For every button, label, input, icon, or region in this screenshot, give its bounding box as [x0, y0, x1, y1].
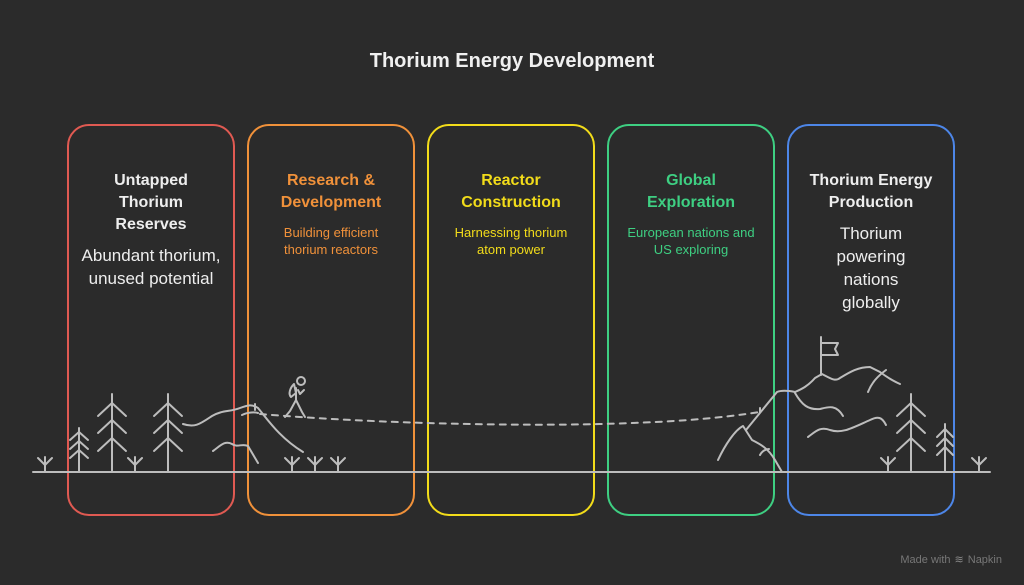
stage-card-reactor-construction: Reactor Construction Harnessing thorium …	[427, 124, 595, 516]
napkin-logo-icon: ≋	[954, 554, 964, 566]
stage-card-research-development: Research & Development Building efficien…	[247, 124, 415, 516]
napkin-watermark[interactable]: Made with ≋ Napkin	[900, 553, 1002, 567]
napkin-brand-label: Napkin	[967, 553, 1002, 566]
pine-tree-icon	[97, 393, 127, 473]
pine-tree-icon	[69, 427, 89, 473]
stage-title: Research & Development	[280, 172, 382, 211]
pine-tree-icon	[936, 423, 954, 473]
grass-icon	[37, 456, 987, 473]
stage-description: Building efficient thorium reactors	[283, 225, 379, 257]
dashed-trail	[259, 411, 761, 426]
stage-card-energy-production: Thorium Energy Production Thorium poweri…	[787, 124, 955, 516]
flag-icon	[820, 336, 839, 376]
stage-description: European nations and US exploring	[627, 225, 755, 257]
stage-title: Global Exploration	[646, 172, 735, 211]
hiker-icon	[284, 376, 306, 418]
stage-card-untapped-reserves: Untapped Thorium Reserves Abundant thori…	[67, 124, 235, 516]
pine-tree-icon	[153, 393, 183, 473]
stage-description: Thorium powering nations globally	[836, 224, 906, 312]
stage-card-global-exploration: Global Exploration European nations and …	[607, 124, 775, 516]
mountain-right	[717, 366, 901, 473]
stage-title: Reactor Construction	[461, 172, 561, 211]
pine-tree-icon	[896, 393, 926, 473]
made-with-label: Made with	[900, 553, 951, 566]
stage-description: Harnessing thorium atom power	[454, 225, 568, 257]
stage-description: Abundant thorium, unused potential	[81, 246, 221, 288]
stage-title: Untapped Thorium Reserves	[114, 172, 188, 233]
hill-left	[182, 404, 304, 453]
stage-title: Thorium Energy Production	[809, 172, 933, 211]
diagram-title: Thorium Energy Development	[369, 50, 655, 72]
